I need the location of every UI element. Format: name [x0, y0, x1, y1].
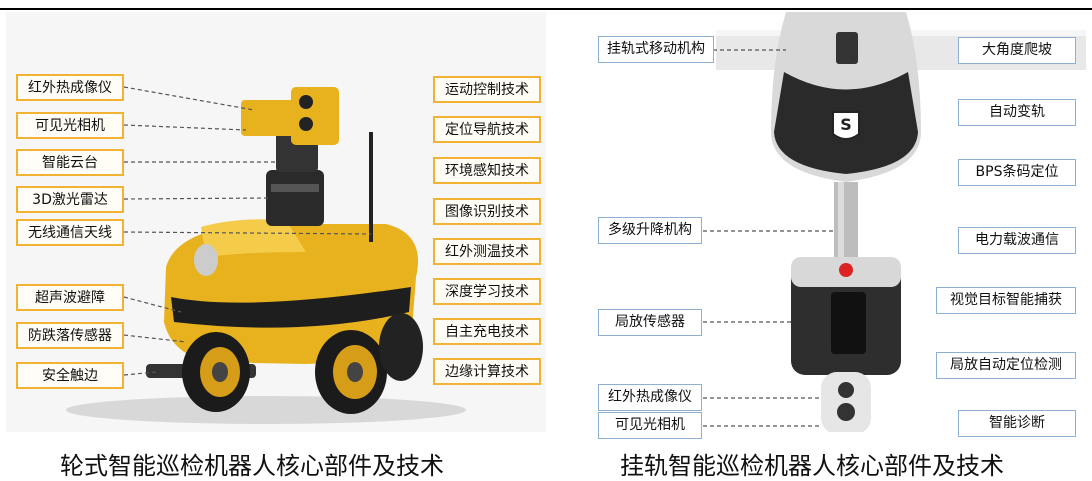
lidar — [266, 170, 324, 226]
callout-lifting-mechanism: 多级升降机构 — [598, 217, 702, 244]
lifting-pole — [834, 182, 858, 262]
tech-autonomous-charging: 自主充电技术 — [433, 318, 541, 345]
callout-pd-sensor: 局放传感器 — [598, 309, 702, 336]
antenna — [369, 132, 373, 242]
status-light — [839, 263, 853, 277]
logo-shield — [832, 111, 860, 140]
callout-safety-edge: 安全触边 — [16, 362, 124, 389]
tech-edge-computing: 边缘计算技术 — [433, 358, 541, 385]
callout-visible-camera-rail: 可见光相机 — [598, 412, 702, 439]
caption-wheeled-robot: 轮式智能巡检机器人核心部件及技术 — [60, 452, 444, 480]
callout-wireless-antenna: 无线通信天线 — [16, 219, 124, 246]
wheel-front-left — [182, 332, 250, 412]
callout-ultrasonic-avoidance: 超声波避障 — [16, 284, 124, 311]
feature-smart-diagnosis: 智能诊断 — [958, 410, 1076, 437]
wheeled-robot-panel: 红外热成像仪 可见光相机 智能云台 3D激光雷达 无线通信天线 超声波避障 防跌… — [6, 12, 546, 432]
feature-power-line-communication: 电力载波通信 — [958, 227, 1076, 254]
camera-head — [821, 372, 871, 432]
tech-environment-sensing: 环境感知技术 — [433, 157, 541, 184]
feature-visual-target-capture: 视觉目标智能捕获 — [936, 287, 1076, 314]
feature-pd-auto-localization: 局放自动定位检测 — [936, 352, 1076, 379]
callout-infrared-camera-rail: 红外热成像仪 — [598, 384, 702, 411]
feature-bps-barcode-positioning: BPS条码定位 — [958, 159, 1076, 186]
rail-robot-illustration: S — [696, 12, 1086, 432]
top-rule — [0, 8, 1092, 10]
callout-visible-camera: 可见光相机 — [16, 112, 124, 139]
feature-steep-climb: 大角度爬坡 — [958, 37, 1076, 64]
wheel-front-right — [315, 330, 387, 414]
body-black-stripe — [171, 287, 411, 328]
tech-infrared-temperature: 红外测温技术 — [433, 238, 541, 265]
callout-3d-lidar: 3D激光雷达 — [16, 186, 124, 213]
callout-anti-fall-sensor: 防跌落传感器 — [16, 322, 124, 349]
robot-body — [164, 224, 418, 364]
rail-robot-panel: S 挂轨式移动机构 多级升降机构 局放传感器 红外热成像仪 可见光相机 大角度爬… — [546, 12, 1086, 439]
partial-discharge-sensor — [831, 292, 866, 354]
callout-rail-mechanism: 挂轨式移动机构 — [598, 36, 714, 63]
tech-motion-control: 运动控制技术 — [433, 76, 541, 103]
caption-rail-robot: 挂轨智能巡检机器人核心部件及技术 — [620, 452, 1004, 480]
callout-infrared-camera: 红外热成像仪 — [16, 74, 124, 101]
callout-smart-gimbal: 智能云台 — [16, 149, 124, 176]
tech-image-recognition: 图像识别技术 — [433, 198, 541, 225]
tech-deep-learning: 深度学习技术 — [433, 278, 541, 305]
feature-auto-track-switch: 自动变轨 — [958, 99, 1076, 126]
wheeled-robot-illustration — [66, 86, 466, 424]
top-window — [836, 32, 858, 64]
tech-positioning-navigation: 定位导航技术 — [433, 116, 541, 143]
visible-camera-housing — [291, 87, 339, 145]
logo-letter: S — [840, 115, 852, 134]
